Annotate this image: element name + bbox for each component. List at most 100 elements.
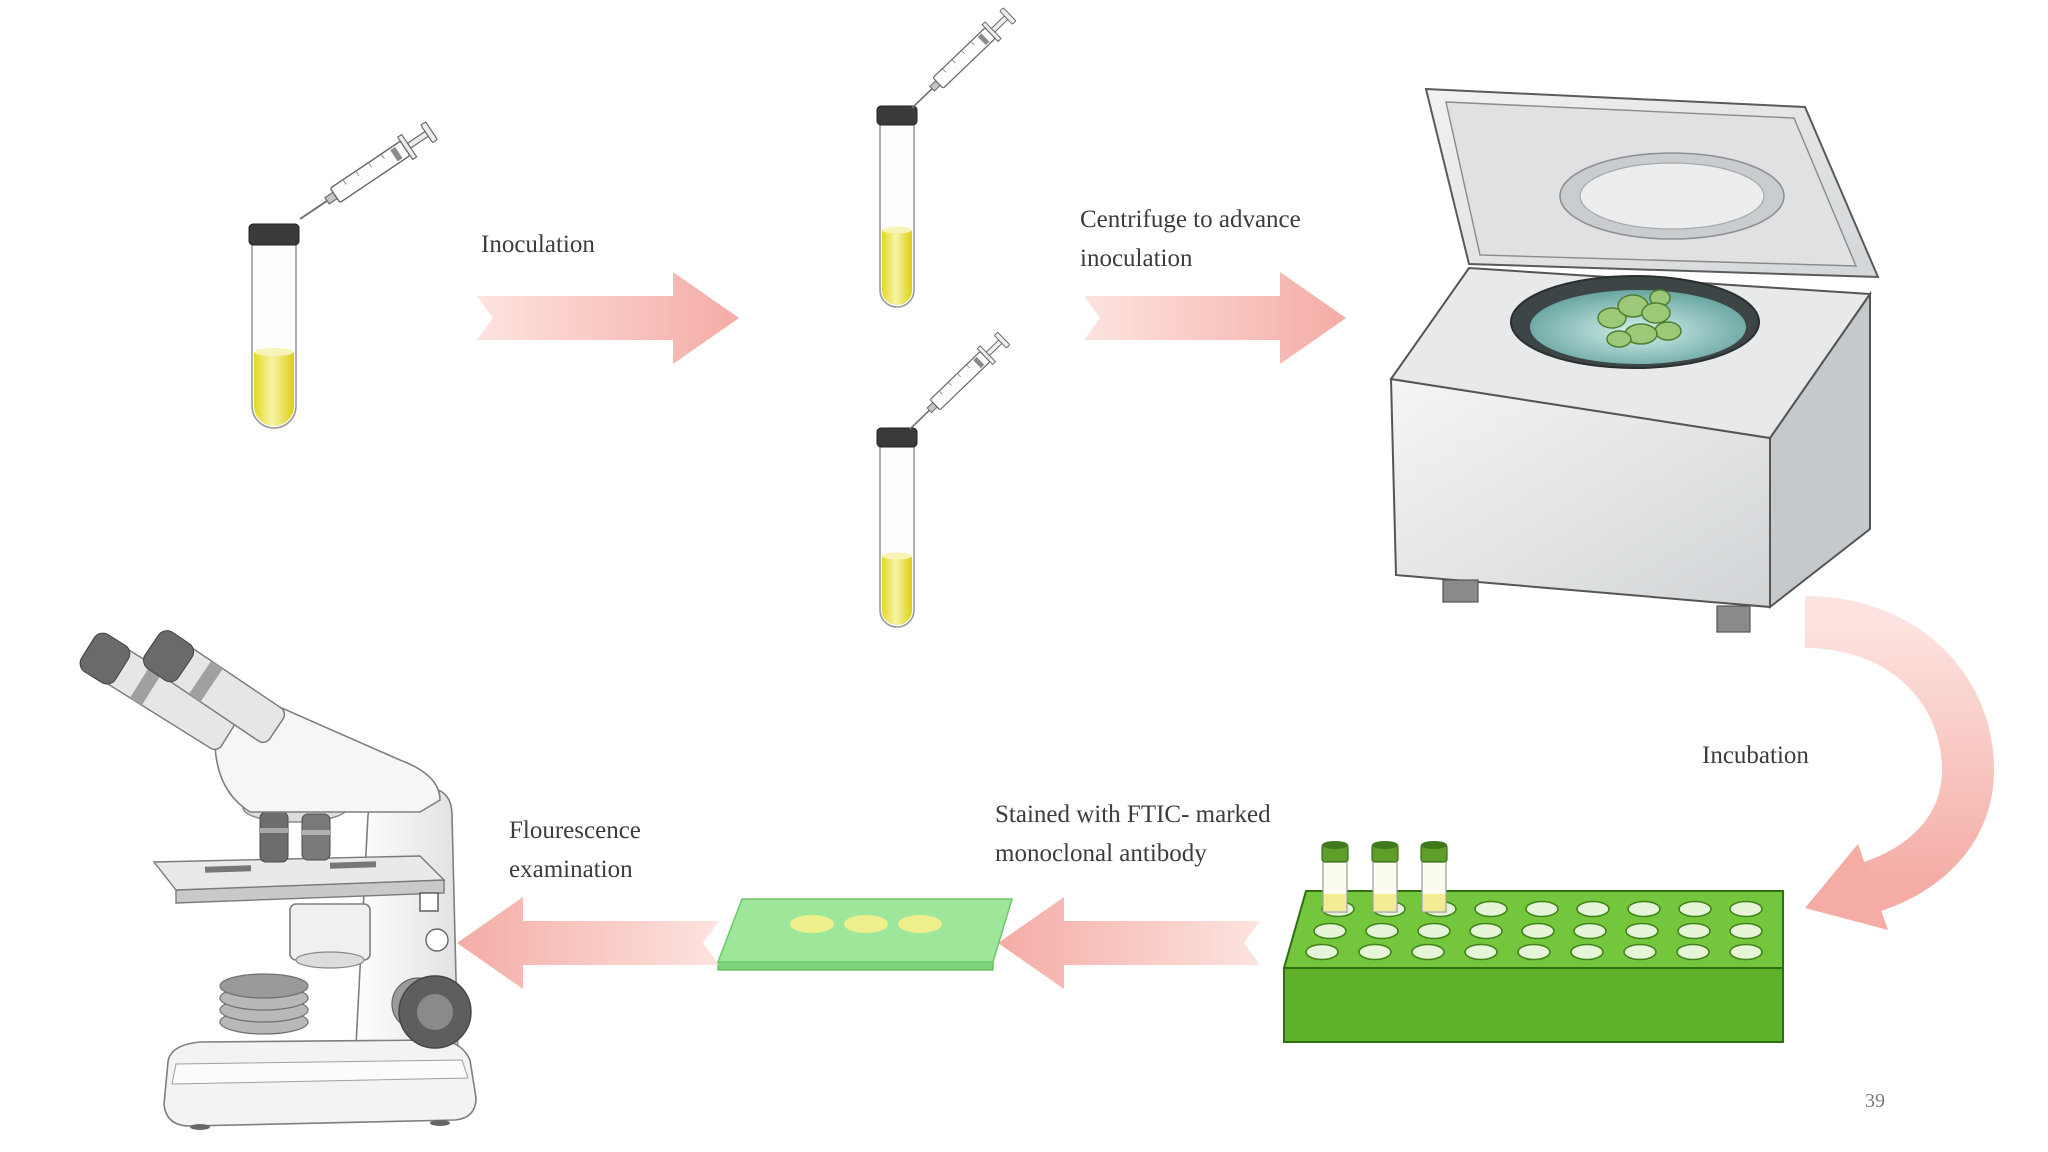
eyepiece-band [188, 660, 223, 702]
tube-rack-icon [1282, 841, 1784, 1043]
centrifuge-icon [1389, 87, 1880, 633]
fluorescence-label-line1: Flourescence [509, 817, 641, 844]
tube-3-cap [876, 427, 918, 448]
incubation-label: Incubation [1702, 742, 1809, 769]
rack-well [1623, 943, 1657, 961]
rotor-tube [1597, 307, 1627, 329]
rack-well [1313, 922, 1347, 940]
rack-well [1305, 943, 1339, 961]
curved-arrow-band [1804, 596, 1995, 913]
rack-well [1365, 922, 1399, 940]
rack-tube [1371, 841, 1399, 913]
rack-well [1573, 922, 1607, 940]
light-ring [219, 973, 309, 999]
tube-3-liquid-surface [882, 552, 912, 560]
rack-well [1627, 900, 1661, 918]
page-number: 39 [1865, 1090, 1885, 1112]
centrifuge-rotor-tubes [1597, 289, 1682, 348]
tube-1-cap [248, 223, 300, 246]
microscope-base-top [171, 1059, 469, 1085]
microscope-foot [190, 1124, 210, 1130]
tube-2-cap [876, 105, 918, 126]
microscope-eyepiece [143, 630, 286, 744]
tube-1 [248, 223, 300, 429]
syringe-icon [901, 329, 1013, 438]
microscope-small-knob [425, 928, 449, 952]
arrow-icon [1084, 272, 1346, 364]
microscope-coarse-knob-center [417, 994, 453, 1030]
rack-well [1729, 943, 1763, 961]
rotor-tube [1641, 302, 1671, 324]
rack-well [1517, 943, 1551, 961]
rack-well [1729, 922, 1763, 940]
glass-slide-icon [716, 898, 1014, 971]
eyepiece-cup [143, 630, 195, 683]
rack-well [1464, 943, 1498, 961]
rack-well [1411, 943, 1445, 961]
rack-tube-cap-top [1372, 841, 1398, 849]
rack-well [1521, 922, 1555, 940]
fluorescence-label-line2: examination [509, 856, 633, 883]
rack-tube-cap-top [1322, 841, 1348, 849]
microscope-stage-clip [329, 861, 377, 869]
curved-arrow-icon [1804, 596, 1995, 930]
tube-2-liquid-surface [882, 226, 912, 234]
centrifuge-foot-right [1716, 605, 1751, 633]
staining-label-line1: Stained with FTIC- marked [995, 801, 1271, 828]
rack-wells [1305, 900, 1763, 961]
rack-tube-cap-top [1421, 841, 1447, 849]
rotor-tube [1606, 330, 1632, 348]
rack-tube [1321, 841, 1349, 913]
rack-well [1474, 900, 1508, 918]
microscope-icon [79, 630, 477, 1130]
curved-arrow-head [1805, 844, 1888, 930]
tube-2 [876, 105, 918, 308]
rack-well [1358, 943, 1392, 961]
eyepiece-cup [79, 632, 131, 685]
microscope-stage-control [419, 892, 439, 912]
tube-3 [876, 427, 918, 628]
slide-spot [844, 915, 888, 933]
slide-spot [898, 915, 942, 933]
rack-tube-liquid [1374, 894, 1396, 911]
slide-edge [717, 961, 994, 971]
inoculation-label: Inoculation [481, 231, 595, 258]
syringe-icon [903, 5, 1019, 118]
microscope-foot [430, 1120, 450, 1126]
microscope-eyepiece [79, 632, 237, 751]
tube-1-liquid-surface [254, 348, 294, 356]
microscope-stage-clip [204, 865, 252, 873]
centrifuge-label-line1: Centrifuge to advance [1080, 206, 1301, 233]
rack-front [1283, 967, 1784, 1043]
rack-well [1677, 922, 1711, 940]
microscope-objective-band [302, 830, 330, 835]
centrifuge-lid-window-inner [1579, 162, 1765, 230]
rack-well [1729, 900, 1763, 918]
microscope-light-source [219, 973, 309, 1035]
tube-1-liquid [254, 352, 294, 426]
staining-label-line2: monoclonal antibody [995, 840, 1207, 867]
arrow-icon [477, 272, 739, 364]
tube-3-liquid [882, 556, 912, 625]
rack-well [1678, 900, 1712, 918]
tube-2-liquid [882, 230, 912, 305]
syringe-icon [291, 118, 440, 232]
slide-spot [790, 915, 834, 933]
centrifuge-foot-left [1442, 579, 1479, 603]
rack-well [1525, 900, 1559, 918]
rack-well [1570, 943, 1604, 961]
rack-well [1576, 900, 1610, 918]
microscope-condenser-lens [295, 951, 365, 969]
eyepiece-band [129, 663, 164, 706]
microscope-objective [301, 813, 331, 861]
rack-well [1676, 943, 1710, 961]
arrow-icon [457, 897, 719, 989]
centrifuge-label-line2: inoculation [1080, 245, 1193, 272]
microscope-objective-band [260, 828, 288, 833]
rack-well [1417, 922, 1451, 940]
rotor-tube [1654, 321, 1682, 341]
rack-tube-liquid [1423, 894, 1445, 911]
rack-tube [1420, 841, 1448, 913]
arrow-icon [998, 897, 1260, 989]
